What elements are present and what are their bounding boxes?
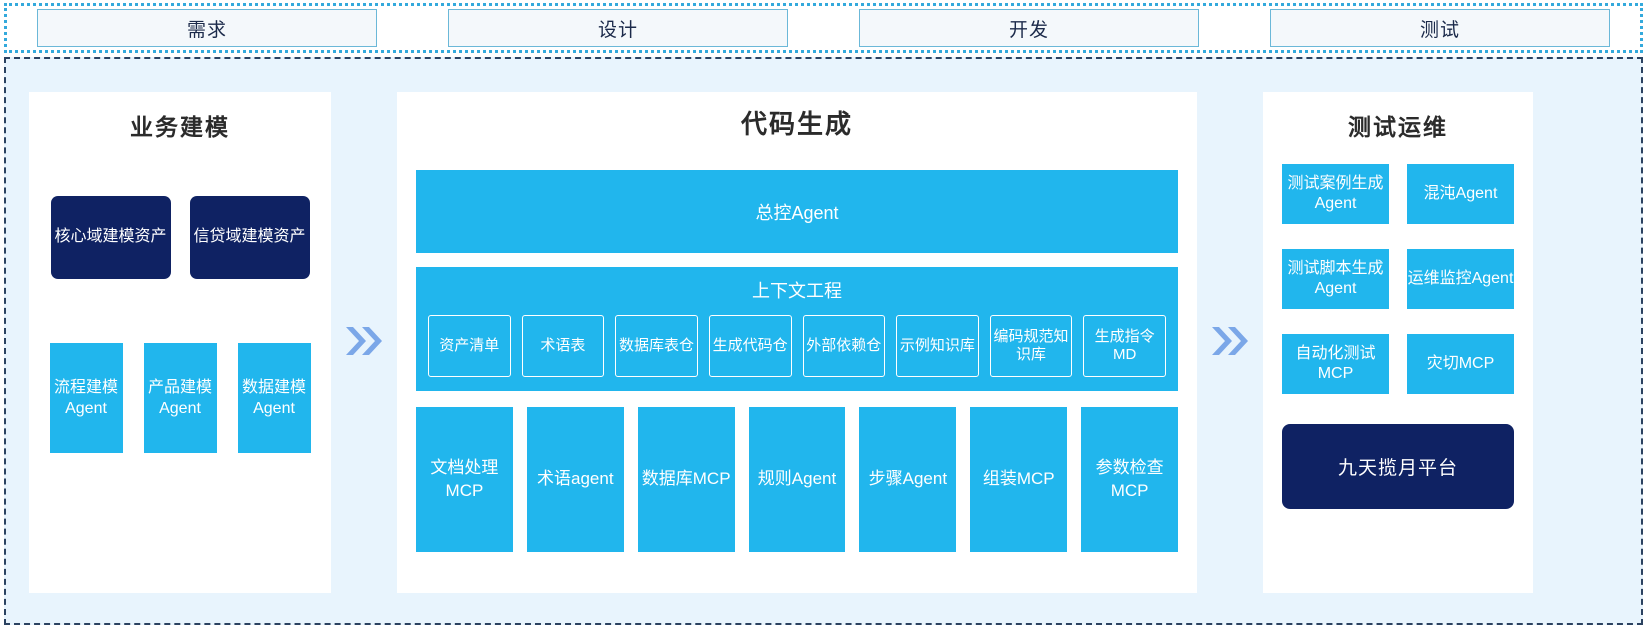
context-engineering-title: 上下文工程 — [752, 281, 842, 301]
chevron-double-right-icon — [1212, 327, 1248, 355]
context-item-asset-list[interactable]: 资产清单 — [428, 315, 511, 377]
agent-process-modeling[interactable]: 流程建模Agent — [49, 343, 123, 453]
business-agent-row: 流程建模Agent 产品建模Agent 数据建模Agent — [29, 343, 331, 453]
test-ops-label: 灾切MCP — [1426, 354, 1495, 372]
panel-test-ops: 测试运维 测试案例生成Agent 混沌Agent 测试脚本生成Agent 运维监… — [1263, 92, 1533, 593]
agent-product-modeling[interactable]: 产品建模Agent — [143, 343, 217, 453]
phase-tab-design[interactable]: 设计 — [448, 9, 788, 47]
context-item-glossary[interactable]: 术语表 — [521, 315, 605, 377]
agent-label: 产品建模Agent — [147, 378, 212, 417]
tool-database-mcp[interactable]: 数据库MCP — [637, 407, 735, 552]
asset-credit-domain[interactable]: 信贷域建模资产 — [189, 196, 310, 279]
test-ops-label: 自动化测试MCP — [1295, 344, 1376, 382]
tool-label: 文档处理MCP — [430, 458, 499, 500]
phase-tab-label: 设计 — [597, 19, 638, 41]
tool-step-agent[interactable]: 步骤Agent — [859, 407, 957, 552]
phase-tab-label: 需求 — [186, 19, 227, 41]
context-item-label: 生成指令MD — [1094, 327, 1155, 363]
phase-tab-label: 测试 — [1419, 19, 1460, 41]
panel-business-modeling: 业务建模 核心域建模资产 信贷域建模资产 流程建模Agent 产品建模Agent… — [29, 92, 331, 593]
context-item-label: 示例知识库 — [899, 336, 975, 354]
context-item-external-dependency-repo[interactable]: 外部依赖仓 — [802, 315, 886, 377]
tool-label: 术语agent — [537, 469, 614, 489]
tool-rule-agent[interactable]: 规则Agent — [748, 407, 846, 552]
tool-label: 组装MCP — [982, 469, 1055, 489]
agent-label: 流程建模Agent — [53, 378, 118, 417]
context-item-label: 外部依赖仓 — [806, 336, 882, 354]
context-item-example-knowledge-base[interactable]: 示例知识库 — [896, 315, 979, 377]
test-script-generation-agent[interactable]: 测试脚本生成Agent — [1282, 249, 1389, 309]
context-item-label: 数据库表仓 — [619, 336, 695, 354]
test-ops-label: 测试案例生成Agent — [1287, 174, 1384, 212]
tool-parameter-check-mcp[interactable]: 参数检查MCP — [1081, 407, 1179, 552]
tool-label: 步骤Agent — [868, 469, 948, 489]
panel-title-business-modeling: 业务建模 — [130, 114, 230, 140]
panel-title-test-ops: 测试运维 — [1348, 114, 1448, 140]
flow-arrow-right — [1197, 59, 1263, 623]
context-item-generation-instruction-md[interactable]: 生成指令MD — [1083, 315, 1166, 377]
context-item-generated-code-repo[interactable]: 生成代码仓 — [708, 315, 792, 377]
pipeline-container: 业务建模 核心域建模资产 信贷域建模资产 流程建模Agent 产品建模Agent… — [4, 57, 1643, 625]
context-item-label: 编码规范知识库 — [993, 327, 1069, 363]
test-ops-label: 混沌Agent — [1423, 184, 1498, 202]
phase-tab-requirements[interactable]: 需求 — [37, 9, 377, 47]
panel-title-code-generation: 代码生成 — [740, 109, 853, 139]
tool-assembly-mcp[interactable]: 组装MCP — [970, 407, 1068, 552]
phase-tab-development[interactable]: 开发 — [859, 9, 1199, 47]
agent-data-modeling[interactable]: 数据建模Agent — [237, 343, 311, 453]
test-ops-label: 运维监控Agent — [1407, 269, 1514, 287]
asset-core-domain[interactable]: 核心域建模资产 — [50, 196, 171, 279]
phase-tab-testing[interactable]: 测试 — [1270, 9, 1610, 47]
test-ops-grid: 测试案例生成Agent 混沌Agent 测试脚本生成Agent 运维监控Agen… — [1263, 164, 1533, 394]
tool-label: 规则Agent — [757, 469, 837, 489]
controller-agent-label: 总控Agent — [755, 202, 839, 223]
chaos-agent[interactable]: 混沌Agent — [1407, 164, 1514, 224]
chevron-double-right-icon — [346, 327, 382, 355]
controller-agent[interactable]: 总控Agent — [416, 170, 1178, 253]
disaster-switch-mcp[interactable]: 灾切MCP — [1407, 334, 1514, 394]
flow-arrow-left — [331, 59, 397, 623]
automated-test-mcp[interactable]: 自动化测试MCP — [1282, 334, 1389, 394]
context-item-label: 资产清单 — [439, 336, 500, 354]
asset-label: 信贷域建模资产 — [193, 228, 306, 246]
panel-code-generation: 代码生成 总控Agent 上下文工程 资产清单 术语表 数据库表仓 — [397, 92, 1197, 593]
context-item-label: 术语表 — [540, 336, 586, 354]
context-item-label: 生成代码仓 — [712, 336, 788, 354]
ops-monitoring-agent[interactable]: 运维监控Agent — [1407, 249, 1514, 309]
phase-tab-label: 开发 — [1008, 19, 1049, 41]
asset-label: 核心域建模资产 — [54, 228, 167, 246]
business-asset-row: 核心域建模资产 信贷域建模资产 — [29, 196, 331, 279]
tool-row: 文档处理MCP 术语agent 数据库MCP 规则Agent 步骤Agent 组… — [416, 407, 1179, 552]
agent-label: 数据建模Agent — [241, 378, 306, 417]
jiutian-lanyue-platform[interactable]: 九天揽月平台 — [1282, 424, 1514, 509]
phase-bar: 需求 设计 开发 测试 — [4, 3, 1643, 53]
test-ops-label: 测试脚本生成Agent — [1287, 259, 1384, 297]
context-item-db-table-repo[interactable]: 数据库表仓 — [615, 315, 698, 377]
test-case-generation-agent[interactable]: 测试案例生成Agent — [1282, 164, 1389, 224]
context-engineering-items: 资产清单 术语表 数据库表仓 生成代码仓 外部依赖仓 示例知 — [416, 315, 1178, 377]
tool-document-processing-mcp[interactable]: 文档处理MCP — [416, 407, 513, 552]
tool-glossary-agent[interactable]: 术语agent — [526, 407, 624, 552]
context-item-coding-standard-knowledge-base[interactable]: 编码规范知识库 — [989, 315, 1073, 377]
context-engineering-block: 上下文工程 资产清单 术语表 数据库表仓 生成代码仓 外部依赖仓 — [416, 267, 1178, 391]
tool-label: 参数检查MCP — [1095, 458, 1164, 500]
tool-label: 数据库MCP — [641, 469, 731, 489]
platform-label: 九天揽月平台 — [1337, 458, 1458, 479]
